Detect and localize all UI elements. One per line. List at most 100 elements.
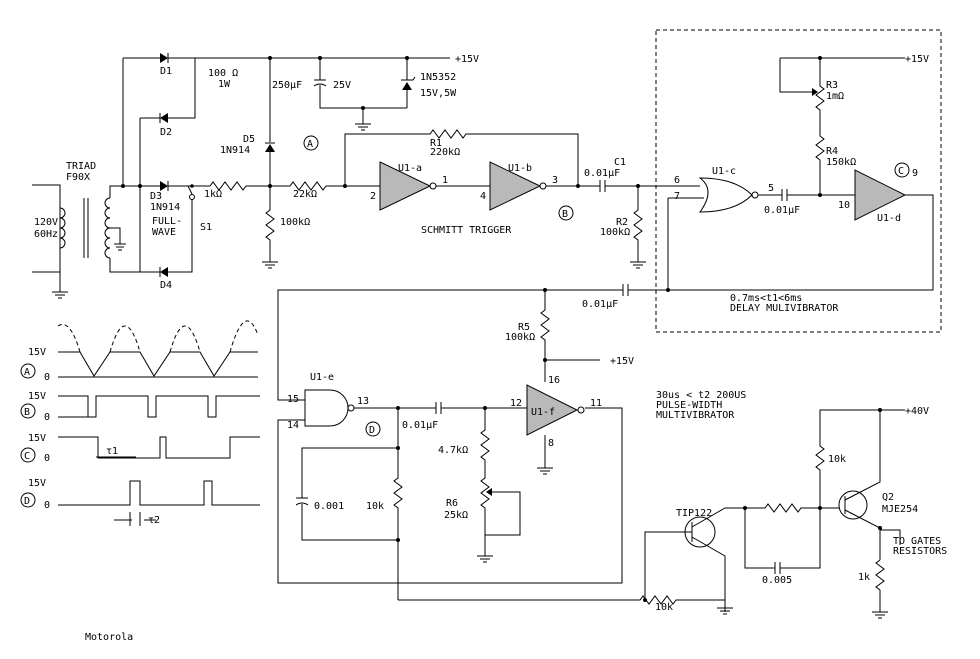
pin-number: 6 (674, 175, 680, 186)
label-r4: R4 (826, 146, 838, 157)
pin-number: 11 (590, 398, 602, 409)
transistor-part: MJE254 (882, 504, 918, 515)
resistor-value: 25kΩ (444, 510, 468, 521)
pin-number: 4 (480, 191, 486, 202)
capacitor-value: 0.01μF (764, 205, 800, 216)
output-label: RESISTORS (893, 546, 947, 557)
timing-level: 0 (44, 412, 50, 423)
node-label: C (898, 166, 904, 177)
capacitor-value: 0.01μF (584, 168, 620, 179)
rail-label: +40V (905, 406, 929, 417)
gate-u1b (489, 161, 542, 211)
label-r5: R5 (518, 322, 530, 333)
gate-u1a (379, 161, 432, 211)
capacitor-value: 0.01μF (402, 420, 438, 431)
node-label: B (24, 407, 30, 418)
resistor-value: 10k (655, 602, 673, 613)
diode-d5 (265, 144, 275, 152)
pin-number: 5 (768, 183, 774, 194)
gate-label: U1-c (712, 166, 736, 177)
node-label: B (562, 209, 568, 220)
gate-u1d (854, 169, 907, 221)
switch-label: FULL- (152, 216, 182, 227)
manufacturer-label: Motorola (85, 632, 133, 643)
pin-number: 2 (370, 191, 376, 202)
diode-d1 (160, 53, 168, 63)
timing-symbol: τ1 (106, 446, 118, 457)
gate-label: U1-e (310, 372, 334, 383)
capacitor-value: 0.01μF (582, 299, 618, 310)
resistor-value: 1mΩ (826, 91, 844, 102)
label-r2: R2 (616, 217, 628, 228)
timing-diagram (57, 320, 260, 526)
resistor-value: 100 Ω (208, 68, 238, 79)
pulse-width-section (277, 288, 905, 619)
input-voltage: 120V (34, 217, 58, 228)
output-label: TO GATES (893, 536, 941, 547)
rail-label: +15V (905, 54, 929, 65)
node-label: A (24, 367, 30, 378)
timing-level: 0 (44, 372, 50, 383)
transistor-label: TIP122 (676, 508, 712, 519)
resistor-value: 22kΩ (293, 189, 317, 200)
resistor-value: 100kΩ (280, 217, 310, 228)
label-s1: S1 (200, 222, 212, 233)
gate-u1e (304, 389, 349, 427)
diode-d2 (160, 113, 168, 123)
resistor-value: 1k (858, 572, 870, 583)
gate-label: U1-a (398, 163, 422, 174)
label-d1: D1 (160, 66, 172, 77)
capacitor-rating: 25V (333, 80, 351, 91)
rail-label: +15V (610, 356, 634, 367)
resistor-value: 4.7kΩ (438, 445, 468, 456)
input-frequency: 60Hz (34, 229, 58, 240)
timing-level: 0 (44, 500, 50, 511)
gate-u1f (526, 384, 579, 436)
zener-rating: 15V,5W (420, 88, 457, 99)
transformer-symbol (59, 185, 140, 273)
timing-level: 0 (44, 453, 50, 464)
label-d4: D4 (160, 280, 172, 291)
transformer-name: TRIAD (66, 161, 96, 172)
diode-d4 (160, 267, 168, 277)
section-label: SCHMITT TRIGGER (421, 225, 512, 236)
resistor-value: 150kΩ (826, 157, 856, 168)
label-d3-part: 1N914 (150, 202, 180, 213)
section-label: PULSE-WIDTH (656, 400, 722, 411)
timing-symbol: τ2 (148, 515, 160, 526)
timing-level: 15V (28, 391, 46, 402)
transistor-q2 (838, 490, 868, 520)
node-markers (20, 135, 910, 508)
section-label: MULTIVIBRATOR (656, 410, 735, 421)
zener-diode (402, 82, 412, 90)
resistor-value: 100kΩ (505, 332, 535, 343)
section-label: DELAY MULIVIBRATOR (730, 303, 839, 314)
node-label: D (369, 425, 375, 436)
diode-d3 (160, 181, 168, 191)
rectifier-section (32, 53, 450, 299)
switch-label: WAVE (152, 227, 176, 238)
pin-number: 10 (838, 200, 850, 211)
resistor-value: 100kΩ (600, 227, 630, 238)
labels: +15V +15V +15V +40V TRIAD F90X 120V 60Hz… (24, 54, 947, 643)
gate-label: U1-d (877, 213, 901, 224)
pin-number: 13 (357, 396, 369, 407)
capacitor-value: 0.001 (314, 501, 344, 512)
pin-number: 3 (552, 175, 558, 186)
label-d5-part: 1N914 (220, 145, 250, 156)
timing-level: 15V (28, 478, 46, 489)
node-label: C (24, 451, 30, 462)
pin-number: 7 (674, 191, 680, 202)
gate-label: U1-b (508, 163, 532, 174)
resistor-rating: 1W (218, 79, 231, 90)
pin-number: 8 (548, 438, 554, 449)
label-r3: R3 (826, 80, 838, 91)
resistor-value: 220kΩ (430, 147, 460, 158)
node-label: D (24, 496, 30, 507)
capacitor-value: 250μF (272, 80, 302, 91)
timing-range: 0.7ms<t1<6ms (730, 293, 802, 304)
label-d2: D2 (160, 127, 172, 138)
resistor-value: 1kΩ (204, 189, 222, 200)
schmitt-trigger (344, 129, 700, 269)
